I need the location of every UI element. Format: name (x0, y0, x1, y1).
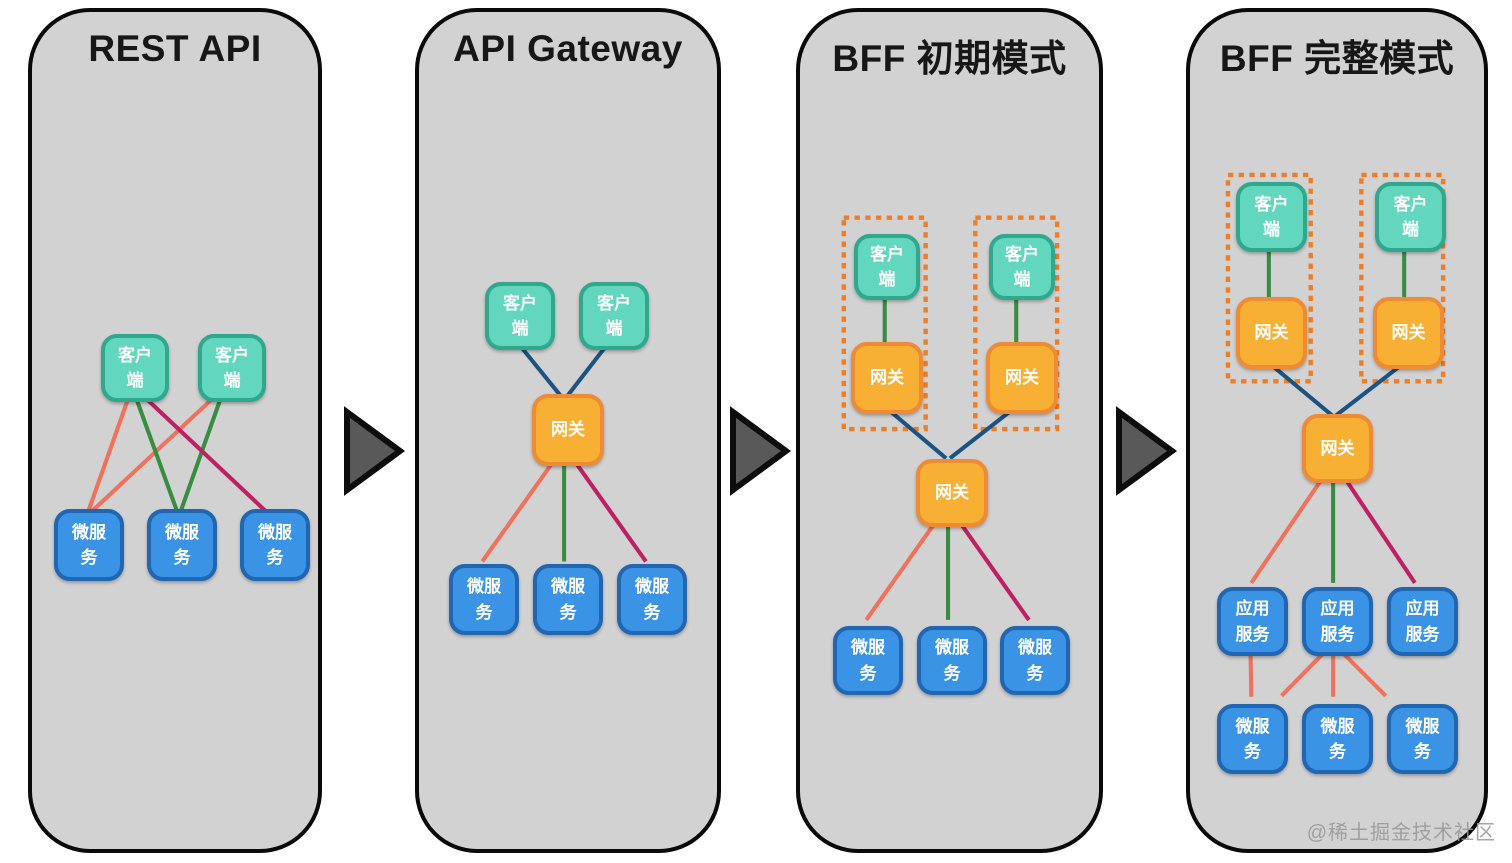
link-central-app1 (1249, 472, 1328, 585)
client-node: 客户端 (485, 282, 555, 350)
app-service-node: 应用服务 (1387, 587, 1458, 656)
microservice-node: 微服务 (1000, 626, 1070, 695)
link-gateway-ms1 (480, 456, 558, 563)
panel-bff-initial: BFF 初期模式 客户端 网关 客户端 网关 网关 微服务 微服务 微服务 (796, 8, 1103, 853)
arrow-right-icon (730, 406, 792, 496)
bff-group-outline (1225, 172, 1313, 384)
link-bff-gateway1-central (1267, 361, 1334, 417)
link-bff-gateway1-central (883, 405, 948, 460)
client-node: 客户端 (101, 334, 169, 402)
arrow-right-icon (1116, 406, 1178, 496)
panel-title: API Gateway (453, 28, 683, 69)
watermark: @稀土掘金技术社区 (1306, 822, 1496, 844)
client-node: 客户端 (198, 334, 266, 402)
arrow-right-icon (344, 406, 406, 496)
client-node: 客户端 (579, 282, 649, 350)
link-client1-gateway (515, 341, 565, 401)
microservice-node: 微服务 (533, 564, 603, 635)
panel-rest-api: REST API 客户端 客户端 微服务 微服务 微服务 (28, 8, 322, 853)
client-node: 客户端 (1236, 182, 1307, 252)
microservice-node: 微服务 (1217, 704, 1288, 774)
gateway-node: 网关 (986, 342, 1058, 414)
panel-title: REST API (88, 28, 262, 69)
panel-title: BFF 完整模式 (1219, 38, 1455, 79)
link-central-ms3 (954, 515, 1031, 622)
panel-title: BFF 初期模式 (832, 38, 1067, 79)
microservice-node: 微服务 (617, 564, 687, 635)
client-node: 客户端 (1375, 182, 1446, 252)
client-node: 客户端 (854, 234, 920, 300)
connection-lines (85, 385, 270, 516)
connection-lines (480, 341, 648, 563)
client-node: 客户端 (989, 234, 1055, 300)
gateway-node: 网关 (916, 459, 988, 527)
gateway-node: 网关 (1302, 414, 1373, 483)
bff-group-outline (841, 215, 928, 432)
link-client1-ms3 (132, 385, 270, 516)
app-service-node: 应用服务 (1217, 587, 1288, 656)
link-client1-ms1 (85, 386, 135, 515)
link-central-ms1 (864, 515, 941, 622)
microservice-node: 微服务 (240, 509, 310, 581)
link-gateway-ms3 (570, 456, 648, 563)
link-bff-gateway2-central (948, 405, 1018, 460)
microservice-node: 微服务 (833, 626, 903, 695)
app-service-node: 应用服务 (1302, 587, 1373, 656)
microservice-node: 微服务 (147, 509, 217, 581)
microservice-node: 微服务 (449, 564, 519, 635)
link-bff-gateway2-central (1334, 361, 1406, 418)
gateway-node: 网关 (1236, 297, 1307, 369)
gateway-node: 网关 (851, 342, 923, 414)
microservice-node: 微服务 (917, 626, 987, 695)
bff-group-outline (1359, 172, 1446, 384)
link-central-app3 (1340, 472, 1417, 584)
gateway-node: 网关 (1373, 297, 1444, 369)
microservice-node: 微服务 (54, 509, 124, 581)
gateway-node: 网关 (532, 394, 604, 466)
microservice-node: 微服务 (1387, 704, 1458, 774)
link-client1-ms2 (130, 386, 180, 515)
panel-bff-complete: BFF 完整模式 客户端 网关 客户端 网关 网关 应用服务 应用服务 应用服务… (1186, 8, 1488, 853)
connection-lines (841, 215, 1060, 622)
bff-group-outline (973, 215, 1060, 432)
panel-api-gateway: API Gateway 客户端 客户端 网关 微服务 微服务 微服务 (415, 8, 721, 853)
link-client2-gateway (563, 341, 611, 401)
microservice-node: 微服务 (1302, 704, 1373, 774)
